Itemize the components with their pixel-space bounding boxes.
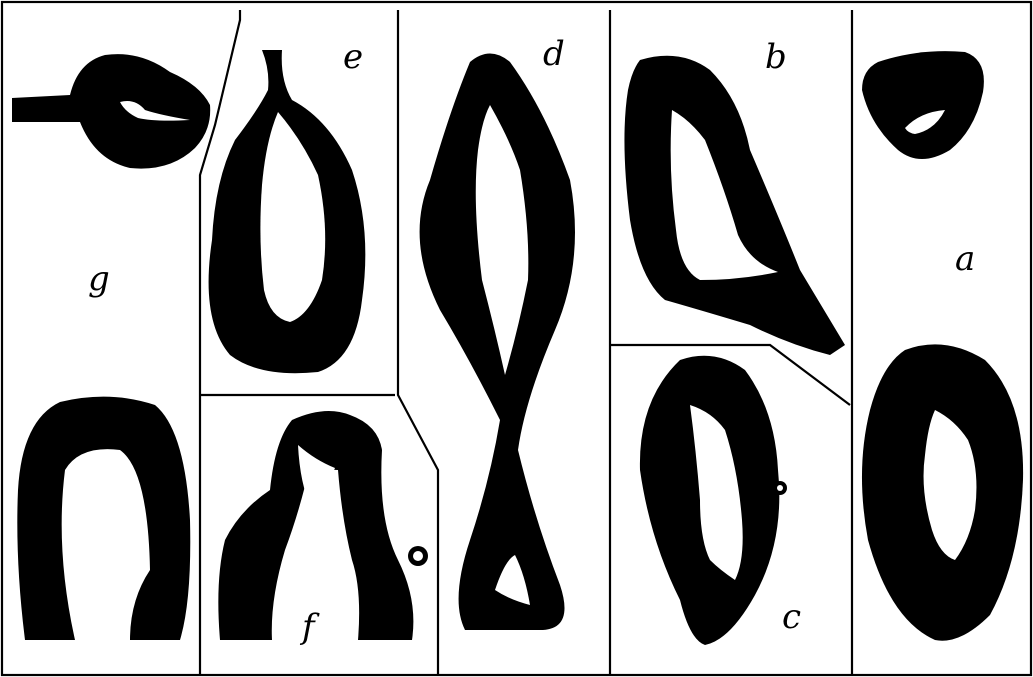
vessel-c-lumen (777, 485, 783, 491)
section-g-bottom (17, 397, 190, 640)
section-a-top (862, 51, 984, 159)
section-b (624, 56, 845, 355)
label-a: a (955, 239, 975, 279)
panel-b: b (624, 37, 845, 355)
label-c: c (782, 597, 801, 637)
label-e: e (343, 37, 363, 77)
label-d: d (543, 34, 565, 74)
label-b: b (765, 37, 787, 77)
panel-d: d (420, 34, 575, 630)
section-g-top (12, 54, 210, 168)
label-f: f (299, 607, 320, 647)
label-g: g (88, 259, 110, 299)
section-f (218, 411, 413, 640)
panel-f: f (218, 411, 428, 647)
vessel-f-lumen (413, 551, 423, 561)
panel-a: a (862, 51, 1023, 641)
panel-c: c (640, 356, 801, 645)
panel-g: g (12, 54, 210, 640)
panel-e: e (209, 37, 366, 373)
